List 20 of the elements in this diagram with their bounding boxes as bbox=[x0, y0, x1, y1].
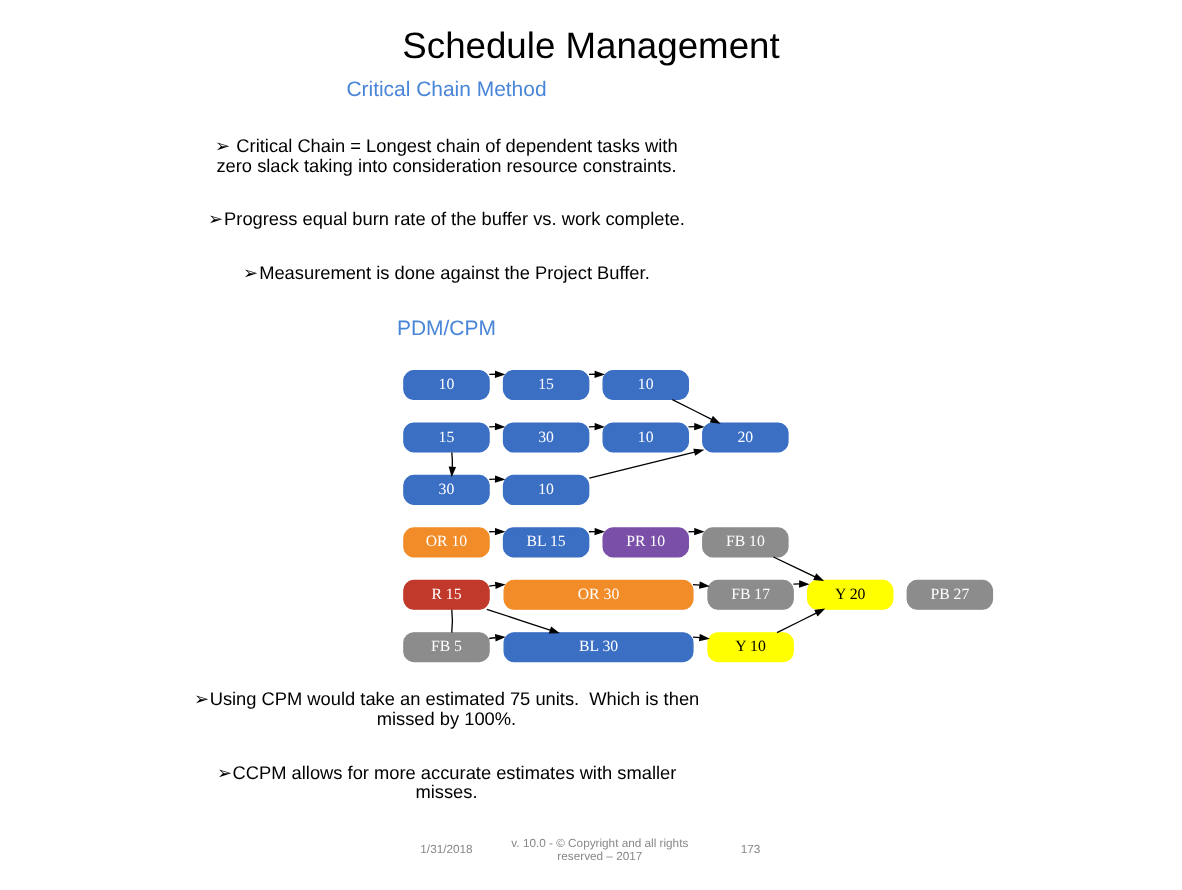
label: ➢CCPM allows for more accurate estimates with smaller misses. bbox=[216, 761, 677, 802]
label: PDM/CPM bbox=[397, 317, 496, 340]
label: ➢Using CPM would take an estimated 75 units. Which is then missed by 100%. bbox=[193, 688, 700, 728]
arrow bbox=[671, 398, 721, 423]
arrow bbox=[776, 607, 826, 633]
arrow bbox=[692, 580, 710, 588]
arrow bbox=[488, 633, 506, 641]
diagram-title: Schedule Management bbox=[402, 22, 780, 65]
connector bbox=[451, 608, 454, 633]
arrow bbox=[588, 447, 705, 478]
arrow bbox=[792, 579, 810, 587]
arrow bbox=[488, 580, 506, 588]
arrow bbox=[448, 450, 456, 477]
label: ➢Measurement is done against the Project Buffer. bbox=[243, 262, 650, 283]
arrow bbox=[488, 474, 506, 482]
label: ➢ Critical Chain = Longest chain of dependent tasks with zero slack taking into consideration resource constraints. bbox=[215, 134, 678, 175]
label: Critical Chain Method bbox=[346, 79, 547, 102]
arrow bbox=[486, 607, 560, 633]
arrow bbox=[772, 555, 825, 581]
label: ➢Progress equal burn rate of the buffer vs. work complete. bbox=[208, 208, 685, 229]
